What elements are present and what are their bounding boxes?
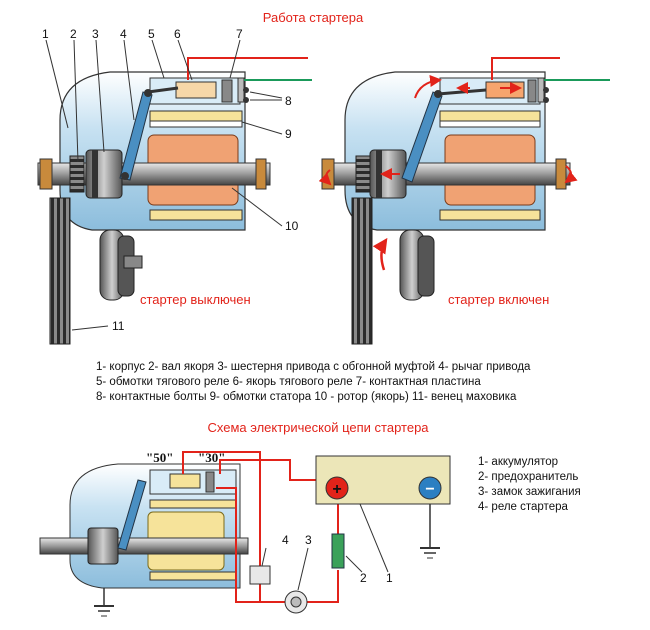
callout-11: 11 <box>112 319 125 333</box>
starter-off-label: стартер выключен <box>140 292 251 307</box>
legend-top-line-3: 8- контактные болты 9- обмотки статора 1… <box>96 391 517 403</box>
circuit-title: Схема электрической цепи стартера <box>207 420 429 435</box>
callout-4: 4 <box>120 27 127 41</box>
circuit-callout-2: 2 <box>360 571 367 585</box>
relay-armature <box>175 81 217 99</box>
terminal-50-label: "50" <box>146 450 173 465</box>
legend-circuit-2: 2- предохранитель <box>478 471 578 483</box>
callout-9: 9 <box>285 127 292 141</box>
flywheel-ring <box>49 197 71 345</box>
callout-2: 2 <box>70 27 77 41</box>
callout-3: 3 <box>92 27 99 41</box>
starter-relay <box>249 565 271 585</box>
callout-1: 1 <box>42 27 49 41</box>
legend-circuit-4: 4- реле стартера <box>478 501 568 513</box>
callout-7: 7 <box>236 27 243 41</box>
top-title: Работа стартера <box>263 10 364 25</box>
battery-plus-terminal: + <box>332 481 341 498</box>
legend-circuit-3: 3- замок зажигания <box>478 486 581 498</box>
starter-on-label: стартер включен <box>448 292 549 307</box>
circuit-callout-4: 4 <box>282 533 289 547</box>
callout-5: 5 <box>148 27 155 41</box>
stator-winding <box>149 110 243 122</box>
callout-6: 6 <box>174 27 181 41</box>
starter-on-drawing <box>318 57 610 345</box>
starter-off-drawing <box>37 39 312 345</box>
legend-top-line-2: 5- обмотки тягового реле 6- якорь тягово… <box>96 376 481 388</box>
callout-8: 8 <box>285 94 292 108</box>
callout-10: 10 <box>285 219 299 233</box>
fuse <box>331 533 345 569</box>
circuit-diagram <box>39 451 451 617</box>
terminal-30-label: "30" <box>198 450 225 465</box>
legend-circuit-1: 1- аккумулятор <box>478 456 558 468</box>
battery-minus-terminal: − <box>425 481 434 498</box>
drive-gear <box>85 149 123 199</box>
circuit-callout-3: 3 <box>305 533 312 547</box>
circuit-callout-1: 1 <box>386 571 393 585</box>
legend-top-line-1: 1- корпус 2- вал якоря 3- шестерня приво… <box>96 361 531 373</box>
